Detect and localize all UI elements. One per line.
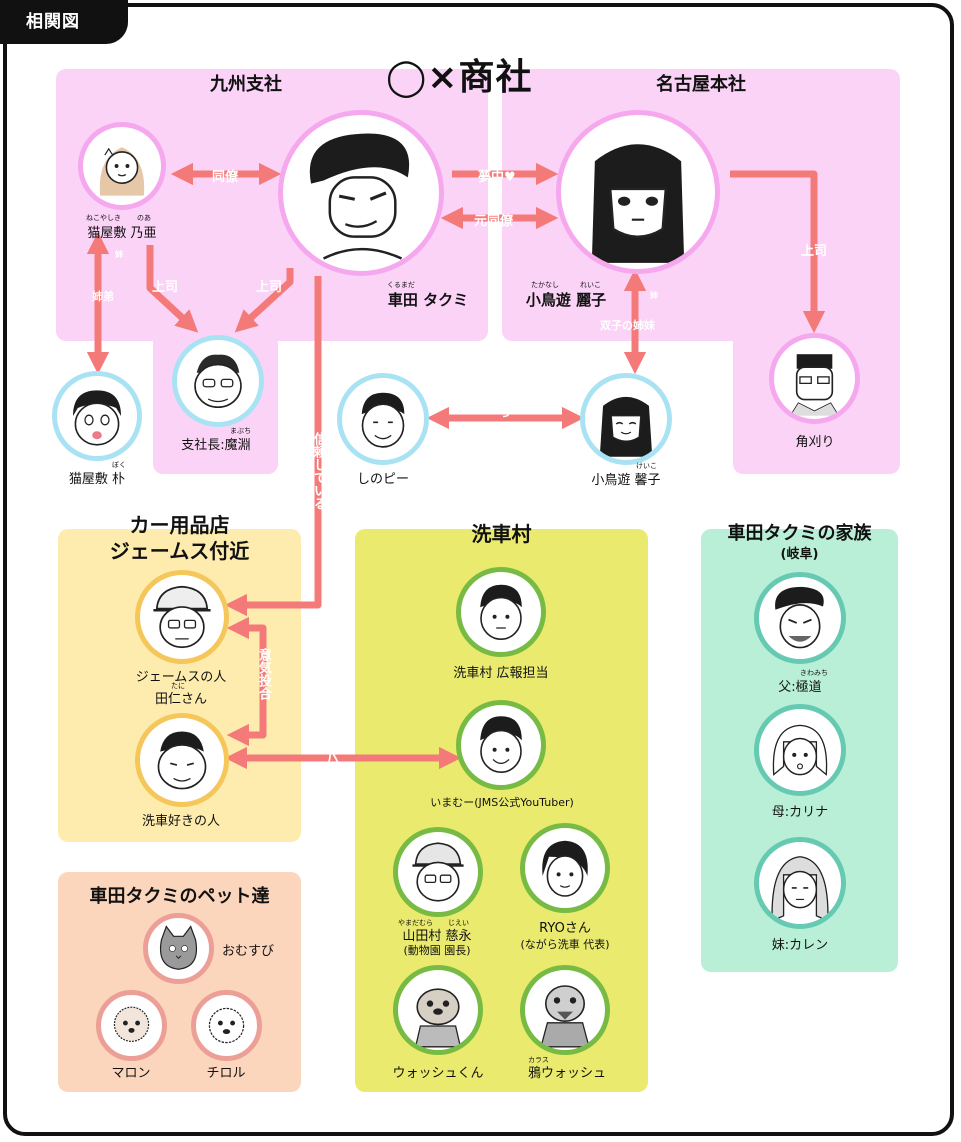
label-trust: 信頼している [311,432,326,510]
name-tani: 田仁さん [154,692,208,707]
arrow-boss-reiko [730,170,826,334]
ruby-boku: ぼく [112,461,126,469]
avatar-jmsman [135,570,229,664]
ruby-father: きわみち [800,669,828,677]
name-omusubi: おむすび [221,944,275,959]
name-shinopy: しのピー [356,472,410,487]
name-karasu: 鴉ウォッシュ [527,1066,607,1081]
avatar-chiroru [191,990,262,1061]
ruby-reiko-sur: たかなし [531,281,559,289]
ruby-jmsman: たに [171,682,185,690]
label-twins: 双子の姉妹 [600,319,655,332]
avatar-shinopy [337,373,429,465]
badge-otouto: 弟 [115,352,123,361]
shop-title-1: カー用品店 [129,513,230,537]
avatar-boku [52,371,142,461]
arrow-rapport [226,616,267,747]
ruby-reiko-given: れいこ [580,281,601,289]
name-imamu: いまむー(JMS公式YouTuber) [430,796,574,809]
name-mabuchi: 支社長:魔淵 [181,438,251,453]
role-ryo: (ながら洗車 代表) [520,938,610,951]
shop-title-2: ジェームス付近 [109,539,250,563]
label-boss-c: 上司 [801,244,828,259]
avatar-yamadamura [393,827,483,917]
ruby-noa-given: のあ [137,214,151,222]
avatar-karasu [520,965,610,1055]
name-washkun: ウォッシュくん [392,1066,484,1081]
name-keiko: 小鳥遊 馨子 [591,473,661,488]
name-pr: 洗車村 広報担当 [453,666,549,681]
name-jmsman: ジェームスの人 [135,670,227,685]
name-yamadamura: 山田村 慈永 [402,929,472,944]
avatar-noa [78,122,166,210]
avatar-takumi [278,110,444,276]
avatar-maron [96,990,167,1061]
role-yamadamura: (動物園 園長) [403,944,471,957]
name-kakugari: 角刈り [795,435,835,450]
name-sister: 妹:カレン [771,938,829,953]
badge-twin-imouto: 妹 [650,352,658,361]
avatar-washkun [393,965,483,1055]
arrow-boss-takumi [234,268,294,333]
kyushu-title: 九州支社 [210,74,282,95]
avatar-father [754,572,846,664]
name-reiko: 小鳥遊 麗子 [525,291,607,309]
company-title: ◯×商社 [386,57,533,98]
avatar-reiko [556,110,720,274]
label-rapport: 意気投合 [256,648,271,700]
nagoya-title: 名古屋本社 [656,74,746,95]
avatar-keiko [580,373,672,465]
label-crush: 夢中♥ [478,170,516,185]
ruby-keiko: けいこ [636,462,657,470]
label-coworker: 同僚 [212,170,239,185]
ruby-mabuchi: まぶち [230,427,252,435]
pets-title: 車田タクミのペット達 [89,886,270,907]
name-father: 父:極道 [778,680,822,695]
label-dating: 付き合っている [494,368,509,459]
avatar-imamu [456,700,546,790]
avatar-sister [754,837,846,929]
avatar-mother [754,704,846,796]
arrow-trust [224,276,322,617]
avatar-omusubi [143,913,214,984]
avatar-kakugari [769,333,860,424]
label-boss-b: 上司 [256,280,283,295]
village-title: 洗車村 [471,522,532,546]
label-siblings: 姉弟 [92,290,114,303]
name-takumi: 車田 タクミ [387,291,469,309]
avatar-ryo [520,823,610,913]
ruby-takumi: くるまだ [387,281,415,289]
label-ex-coworker: 元同僚 [474,214,514,229]
name-boku: 猫屋敷 朴 [68,472,126,487]
family-subtitle: (岐阜) [780,547,819,562]
header-tab: 相関図 [0,0,128,44]
name-maron: マロン [111,1066,151,1081]
family-title: 車田タクミの家族 [727,523,872,544]
diagram-frame [3,3,954,1136]
avatar-carwashfan [135,713,229,807]
ruby-yamadamura-given: じえい [448,919,469,927]
name-ryo: RYOさん [539,921,591,936]
avatar-pr [456,567,546,657]
label-boss-a: 上司 [152,280,179,295]
arrow-boss-noa [146,245,199,333]
ruby-yamadamura-sur: やまだむら [398,919,433,927]
name-noa: 猫屋敷 乃亜 [87,226,157,241]
badge-ane: 姉 [115,250,123,259]
badge-twin-ane: 姉 [650,291,658,300]
avatar-mabuchi [172,335,264,427]
name-mother: 母:カリナ [771,805,829,820]
name-chiroru: チロル [206,1066,246,1081]
name-carwashfan: 洗車好きの人 [141,814,221,829]
ruby-karasu: カラス [528,1056,549,1064]
ruby-noa-sur: ねこやしき [86,214,121,222]
